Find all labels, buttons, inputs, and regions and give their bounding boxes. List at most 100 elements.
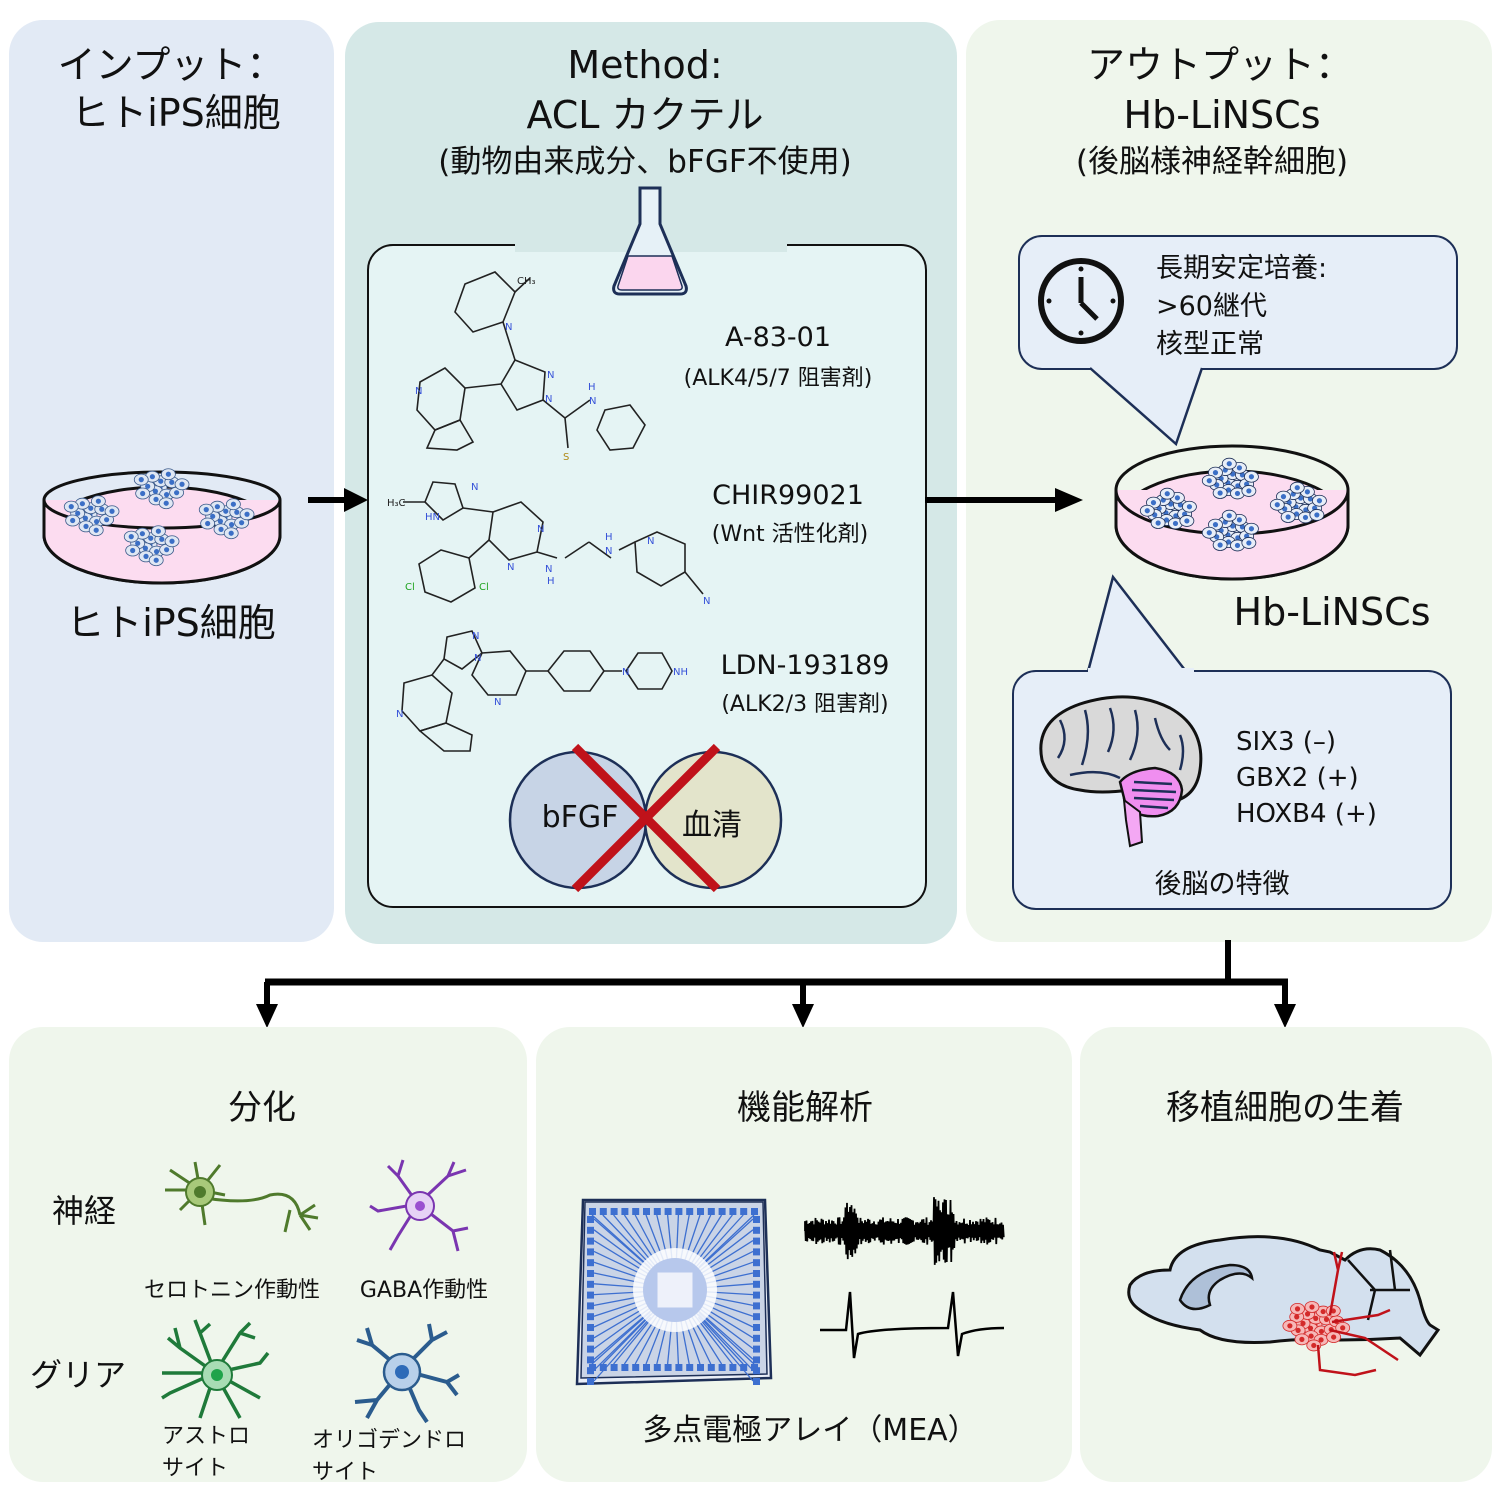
mea-chip-icon [575, 1198, 773, 1386]
svg-text:N: N [647, 536, 654, 547]
mea-pad [729, 1364, 737, 1371]
svg-text:S: S [563, 452, 569, 463]
mea-pad [589, 1208, 596, 1215]
astrocyte-label-2: サイト [162, 1456, 229, 1481]
serotonergic-neuron-icon [165, 1161, 319, 1233]
svg-text:N: N [545, 394, 552, 405]
compound-1-role: (ALK4/5/7 阻害剤) [683, 366, 873, 391]
mea-pad [753, 1216, 760, 1223]
svg-text:N: N [589, 396, 596, 407]
compound-3-role: (ALK2/3 阻害剤) [721, 692, 889, 717]
mea-pad [753, 1237, 760, 1245]
output-title-line2: Hb-LiNSCs [1123, 93, 1321, 137]
hb-linsc-colony [1201, 457, 1259, 500]
spike-trace-icon [820, 1291, 1005, 1359]
svg-text:N: N [537, 524, 544, 535]
svg-text:N: N [703, 596, 710, 607]
serotonergic-label: セロトニン作動性 [143, 1278, 321, 1303]
mea-pad [751, 1364, 758, 1371]
mea-pad [753, 1270, 760, 1277]
hb-linsc-dish-label: Hb-LiNSCs [1233, 590, 1431, 634]
compound-2-role: (Wnt 活性化剤) [711, 522, 869, 547]
marker-six3: SIX3 (–) [1236, 727, 1337, 757]
excluded-bfgf-label: bFGF [541, 800, 619, 835]
mea-pad [587, 1280, 594, 1288]
svg-text:Cl: Cl [479, 582, 489, 593]
functional-title: 機能解析 [737, 1088, 873, 1128]
svg-text:N: N [474, 653, 481, 664]
mea-pad [643, 1208, 650, 1215]
mea-pad [587, 1356, 594, 1364]
mea-pad [587, 1324, 594, 1331]
ips-colony [123, 525, 180, 567]
mea-pad [753, 1356, 760, 1364]
svg-text:N: N [605, 546, 612, 557]
clock-icon [1038, 258, 1124, 344]
differentiation-panel [9, 1027, 527, 1482]
marker-gbx2: GBX2 (+) [1236, 763, 1359, 793]
bubble-pointer-bottom [1083, 574, 1196, 684]
chir99021-structure-icon: H₃C N HN N N N H H N N N Cl Cl [387, 481, 710, 607]
svg-text:N: N [545, 564, 552, 575]
oligodendrocyte-label-1: オリゴデンドロ [312, 1428, 467, 1453]
mea-pad [718, 1364, 726, 1371]
compound-3-name: LDN-193189 [720, 650, 890, 681]
ips-colony [198, 498, 255, 540]
mea-pad [753, 1345, 760, 1353]
mea-pad [740, 1364, 748, 1371]
mea-pad [707, 1364, 715, 1371]
mea-pad [587, 1248, 594, 1256]
mea-pad [587, 1237, 594, 1245]
oligodendrocyte-label-2: サイト [312, 1460, 379, 1485]
neuron-row-label: 神経 [52, 1192, 117, 1230]
gabaergic-neuron-icon [369, 1159, 469, 1252]
method-title-line2: ACL カクテル [526, 93, 764, 137]
svg-text:N: N [471, 482, 478, 493]
flask-icon [612, 186, 688, 296]
ips-colony [63, 495, 120, 537]
mea-pad [753, 1226, 760, 1234]
mea-pad [729, 1208, 737, 1215]
svg-text:Cl: Cl [405, 582, 415, 593]
mea-pad [753, 1280, 760, 1288]
mea-pad [632, 1364, 640, 1371]
mea-pad [664, 1364, 672, 1371]
mea-pad [707, 1208, 715, 1215]
mea-pad [753, 1302, 760, 1310]
compound-2-name: CHIR99021 [712, 480, 864, 511]
mea-pad [686, 1208, 694, 1215]
culture-bubble [1018, 235, 1458, 370]
mouse-brain-icon [1127, 1235, 1441, 1377]
svg-text:N: N [505, 322, 512, 333]
mea-pad [697, 1208, 704, 1215]
mea-pad [621, 1208, 629, 1215]
compound-1-name: A-83-01 [724, 322, 832, 353]
a8301-structure-icon: CH₃ N N N N H N S [415, 271, 646, 463]
mea-pad [675, 1364, 683, 1371]
ips-dish-label: ヒトiPS細胞 [66, 601, 276, 645]
input-title-line1: インプット： [57, 43, 285, 87]
svg-text:N: N [507, 562, 514, 573]
mea-pad [587, 1259, 594, 1267]
input-title-line2: ヒトiPS細胞 [71, 91, 281, 135]
mea-pad [621, 1364, 629, 1371]
svg-text:N: N [622, 667, 629, 678]
mea-pad [653, 1364, 661, 1371]
mea-pad [653, 1208, 661, 1215]
arrow-method-to-output [925, 488, 1083, 512]
branch-connector [256, 940, 1296, 1028]
mea-pad [753, 1259, 760, 1267]
ips-colony [133, 468, 190, 510]
mea-pad [753, 1291, 760, 1299]
svg-text:CH₃: CH₃ [517, 276, 536, 287]
bubble-pointer-top [1089, 367, 1204, 447]
mea-pad [599, 1364, 607, 1371]
mea-pad [697, 1364, 704, 1371]
svg-text:N: N [396, 709, 403, 720]
arrow-input-to-method [308, 488, 368, 512]
svg-text:H: H [547, 576, 555, 587]
svg-text:H: H [588, 382, 596, 393]
engraftment-title: 移植細胞の生着 [1166, 1088, 1404, 1128]
hb-linsc-colony [1201, 509, 1259, 552]
mea-pad [753, 1378, 760, 1385]
